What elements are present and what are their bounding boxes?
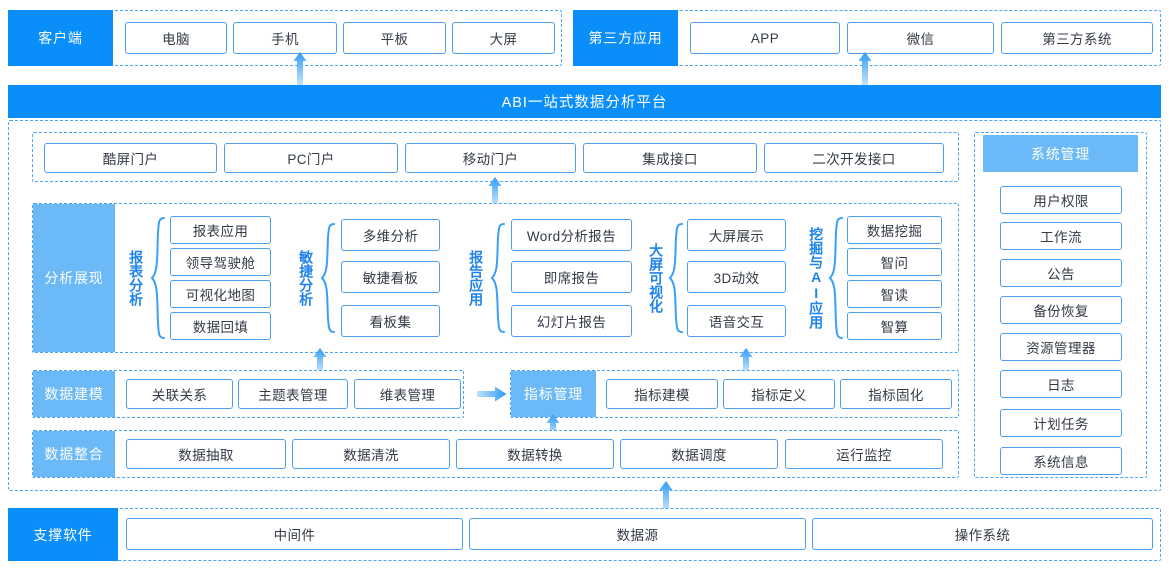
integration-item-cleanse[interactable]: 数据清洗: [292, 439, 450, 469]
analysis-item-smart-read[interactable]: 智读: [847, 280, 942, 308]
analysis-item-smart-ask[interactable]: 智问: [847, 248, 942, 276]
analysis-item-exec-dashboard[interactable]: 领导驾驶舱: [170, 248, 271, 276]
analysis-item-multidim[interactable]: 多维分析: [341, 219, 440, 251]
portal-item-mobile[interactable]: 移动门户: [405, 143, 576, 173]
third-party-item-wechat[interactable]: 微信: [847, 22, 994, 54]
arrow-up-to-platform: [659, 481, 673, 513]
portal-item-integration-api[interactable]: 集成接口: [583, 143, 757, 173]
system-management-title: 系统管理: [983, 135, 1138, 172]
analysis-item-visual-map[interactable]: 可视化地图: [170, 280, 271, 308]
client-item-phone[interactable]: 手机: [233, 22, 337, 54]
analysis-item-bigscreen-display[interactable]: 大屏展示: [687, 219, 786, 251]
analysis-item-agile-board[interactable]: 敏捷看板: [341, 261, 440, 293]
system-management-item-workflow[interactable]: 工作流: [1000, 222, 1122, 250]
analysis-item-smart-compute[interactable]: 智算: [847, 312, 942, 340]
support-software-label: 支撑软件: [8, 508, 118, 561]
platform-outer-container: [8, 120, 1161, 491]
integration-item-monitor[interactable]: 运行监控: [785, 439, 943, 469]
client-item-tablet[interactable]: 平板: [343, 22, 446, 54]
portal-item-pc[interactable]: PC门户: [224, 143, 398, 173]
arrow-up-to-portal: [488, 177, 502, 206]
analysis-group-label-report: 报表分析: [128, 250, 145, 306]
analysis-item-slide-report[interactable]: 幻灯片报告: [511, 305, 632, 337]
arrow-up-to-client: [293, 52, 307, 86]
third-party-item-external-system[interactable]: 第三方系统: [1001, 22, 1153, 54]
analysis-item-adhoc-report[interactable]: 即席报告: [511, 261, 632, 293]
support-software-item-datasource[interactable]: 数据源: [469, 518, 806, 550]
analysis-group-label-mining-ai: 挖掘与AI应用: [808, 227, 825, 329]
integration-item-extract[interactable]: 数据抽取: [126, 439, 286, 469]
analysis-row-label: 分析展现: [33, 204, 115, 352]
third-party-group-label: 第三方应用: [573, 10, 678, 66]
integration-row-label: 数据整合: [33, 431, 115, 477]
modeling-item-metric-modeling[interactable]: 指标建模: [606, 379, 718, 409]
analysis-group-label-agile: 敏捷分析: [298, 250, 315, 306]
brace-agile: [320, 222, 335, 339]
modeling-item-metric-solidify[interactable]: 指标固化: [840, 379, 952, 409]
integration-item-transform[interactable]: 数据转换: [456, 439, 614, 469]
third-party-item-app[interactable]: APP: [690, 22, 840, 54]
client-item-pc[interactable]: 电脑: [125, 22, 227, 54]
support-software-item-os[interactable]: 操作系统: [812, 518, 1153, 550]
analysis-item-board-set[interactable]: 看板集: [341, 305, 440, 337]
arrow-right-to-metric: [477, 386, 507, 407]
brace-bigscreen-viz: [668, 222, 683, 339]
modeling-item-relations[interactable]: 关联关系: [126, 379, 233, 409]
brace-mining-ai: [828, 216, 843, 345]
analysis-item-data-mining[interactable]: 数据挖掘: [847, 216, 942, 244]
analysis-item-report-app[interactable]: 报表应用: [170, 216, 271, 244]
system-management-item-backup-restore[interactable]: 备份恢复: [1000, 296, 1122, 324]
arrow-up-to-third-party: [858, 52, 872, 86]
system-management-item-announcement[interactable]: 公告: [1000, 259, 1122, 287]
modeling-item-subject-tables[interactable]: 主题表管理: [238, 379, 348, 409]
modeling-metric-label: 指标管理: [511, 371, 596, 417]
analysis-group-label-report-app: 报告应用: [468, 250, 485, 306]
portal-item-cool-screen[interactable]: 酷屏门户: [44, 143, 217, 173]
brace-report: [150, 216, 165, 345]
portal-item-secondary-dev-api[interactable]: 二次开发接口: [764, 143, 944, 173]
arrow-up-to-metric-management: [546, 414, 560, 439]
analysis-item-word-report[interactable]: Word分析报告: [511, 219, 632, 251]
system-management-item-log[interactable]: 日志: [1000, 370, 1122, 398]
integration-item-schedule[interactable]: 数据调度: [620, 439, 778, 469]
client-group-label: 客户端: [8, 10, 113, 66]
analysis-group-label-bigscreen-viz: 大屏可视化: [648, 243, 665, 313]
platform-title-bar: ABI一站式数据分析平台: [8, 85, 1161, 118]
support-software-item-middleware[interactable]: 中间件: [126, 518, 463, 550]
analysis-item-data-writeback[interactable]: 数据回填: [170, 312, 271, 340]
modeling-row-label: 数据建模: [33, 371, 115, 417]
client-item-bigscreen[interactable]: 大屏: [452, 22, 555, 54]
system-management-item-user-permissions[interactable]: 用户权限: [1000, 186, 1122, 214]
arrow-up-to-analysis-right: [739, 348, 753, 374]
arrow-up-to-analysis-left: [313, 348, 327, 374]
system-management-item-system-info[interactable]: 系统信息: [1000, 447, 1122, 475]
modeling-item-dim-tables[interactable]: 维表管理: [354, 379, 461, 409]
brace-report-app: [490, 222, 505, 339]
system-management-item-resource-manager[interactable]: 资源管理器: [1000, 333, 1122, 361]
analysis-item-3d-effects[interactable]: 3D动效: [687, 261, 786, 293]
modeling-item-metric-definition[interactable]: 指标定义: [723, 379, 835, 409]
analysis-item-voice-interaction[interactable]: 语音交互: [687, 305, 786, 337]
system-management-item-scheduled-task[interactable]: 计划任务: [1000, 409, 1122, 437]
